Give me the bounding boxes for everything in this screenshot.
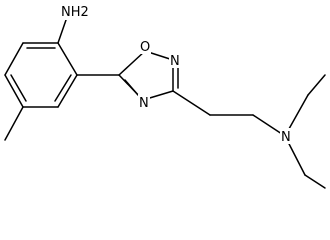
bond-n-ethyl-a2 [307, 74, 326, 96]
bond-ring-double-left [10, 74, 27, 102]
bond-c3-methyl [4, 106, 24, 141]
amine-label-bg [60, 3, 88, 20]
oxadiazole-n-bottom-label: N [139, 96, 149, 111]
bond-ring-double-right [54, 74, 72, 102]
bond-ring-c2-c3 [4, 74, 24, 108]
chemical-structure: NH2 O N N N [4, 3, 326, 189]
diethylamine-n-label: N [281, 130, 291, 145]
bond-ring-c1-c2 [4, 42, 24, 76]
bond-ch2b-n [252, 114, 286, 137]
bond-n-ethyl-b2 [304, 174, 326, 189]
amine-label: NH2 [61, 5, 89, 20]
bond-oxd-c5-o1 [118, 50, 146, 76]
oxadiazole-o-label-bg [139, 38, 151, 54]
bond-c3-ch2a [172, 90, 211, 116]
bond-oxd-n4-c5-double [124, 79, 139, 96]
oxadiazole-n-top-label-bg [169, 52, 181, 68]
oxadiazole-n-top-label: N [170, 54, 180, 69]
atom-label-layer: NH2 O N N N [60, 3, 293, 145]
bond-ring-c5-c6 [57, 42, 78, 76]
bond-ring-c4-c5 [57, 74, 78, 108]
oxadiazole-n-bottom-label-bg [138, 94, 150, 110]
bond-c6-nh2 [57, 19, 67, 44]
diethylamine-n-label-bg [280, 128, 293, 144]
bond-layer [4, 19, 326, 189]
oxadiazole-o-label: O [140, 40, 150, 55]
